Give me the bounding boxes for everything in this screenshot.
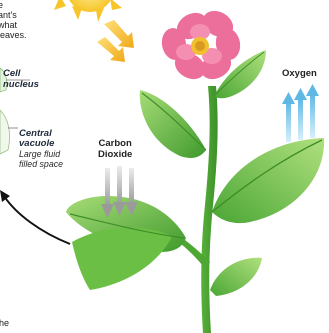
cell-nucleus-label-line: Cell: [3, 68, 39, 79]
carbon-dioxide-label-line: Dioxide: [98, 149, 132, 160]
oxygen-arrow-icon: [306, 84, 319, 138]
oxygen-arrow-icon: [282, 92, 295, 142]
intro-line: leaves.: [0, 30, 27, 40]
oxygen-label: Oxygen: [282, 68, 317, 79]
pointer-arrowhead-icon: [0, 190, 10, 202]
flower: [159, 6, 242, 85]
vacuole-description-line: filled space: [19, 159, 63, 169]
carbon-dioxide-label-line: Carbon: [98, 138, 132, 149]
leaf-lower-right: [210, 258, 262, 296]
central-vacuole-label: Central vacuole Large fluid filled space: [19, 129, 63, 169]
intro-line: what: [0, 20, 27, 30]
footer-text: he: [0, 318, 9, 328]
co2-arrows: [101, 166, 138, 218]
leaf-upper-left: [140, 90, 206, 158]
intro-text: e ant's what leaves.: [0, 0, 27, 40]
intro-line: e: [0, 0, 27, 10]
sunlight-arrows: [97, 20, 134, 62]
oxygen-arrows: [282, 84, 319, 142]
cell-nucleus-label-line: nucleus: [3, 79, 39, 90]
carbon-dioxide-label: Carbon Dioxide: [98, 138, 132, 160]
vacuole-description-line: Large fluid: [19, 149, 63, 159]
vacuole-title-line: vacuole: [19, 139, 63, 149]
cell-pointer-line: [0, 190, 70, 244]
leaf-large-left: [66, 196, 186, 290]
intro-line: ant's: [0, 10, 27, 20]
oxygen-arrow-icon: [294, 88, 307, 140]
leaf-large-right: [212, 138, 324, 223]
cell-nucleus-label: Cell nucleus: [3, 68, 39, 90]
sun-icon: [54, 0, 122, 22]
